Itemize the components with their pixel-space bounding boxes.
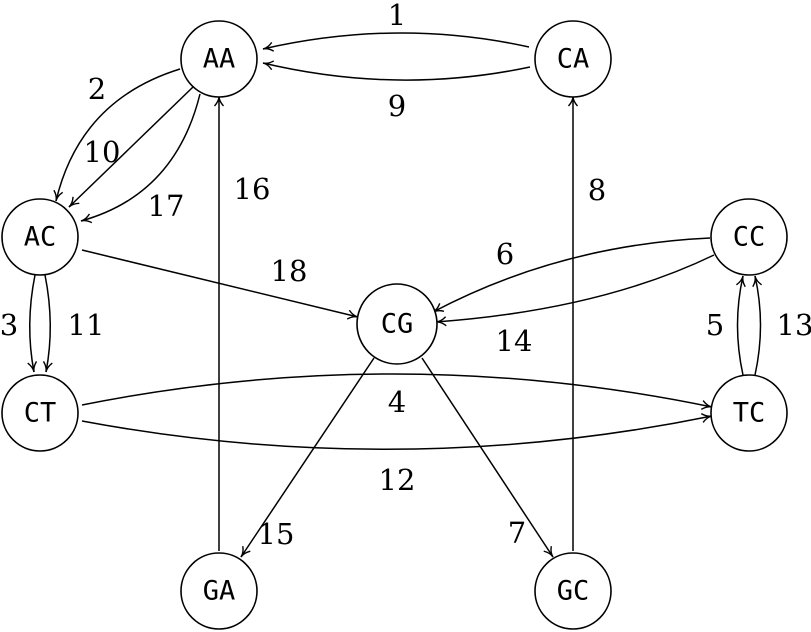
edge-label-11: 11: [68, 308, 105, 342]
edge-label-2: 2: [88, 72, 106, 106]
edge-18: [81, 249, 359, 320]
node-AC: AC: [1, 198, 79, 276]
edge-label-7: 7: [508, 516, 526, 550]
edge-label-18: 18: [271, 254, 308, 288]
edge-label-14: 14: [496, 324, 533, 358]
edge-label-17: 17: [148, 189, 185, 223]
edge-label-15: 15: [258, 517, 295, 551]
edge-5: [736, 275, 746, 376]
edge-labels: 1 9 2 10 17 16 8 3 11 18 6 14 5 13 4 12 …: [0, 0, 811, 551]
edge-label-12: 12: [379, 463, 416, 497]
edge-12: [81, 412, 713, 451]
edge-4: [81, 373, 713, 410]
edge-label-6: 6: [496, 237, 514, 271]
edge-15: [240, 357, 375, 558]
edge-3: [27, 274, 38, 373]
edge-9: [262, 60, 531, 81]
node-label-CG: CG: [381, 309, 414, 340]
node-CT: CT: [1, 374, 79, 452]
node-GC: GC: [534, 552, 612, 630]
node-label-AA: AA: [203, 44, 236, 75]
edge-1: [262, 32, 530, 52]
edge-label-9: 9: [388, 89, 406, 123]
edge-10: [68, 86, 194, 208]
node-label-CC: CC: [733, 222, 766, 253]
edge-label-3: 3: [0, 308, 18, 342]
edge-17: [80, 93, 201, 224]
node-label-GA: GA: [203, 576, 236, 607]
nodes: AA CA AC CC CG CT TC GA: [1, 20, 788, 630]
node-label-CA: CA: [557, 44, 590, 75]
edge-label-16: 16: [234, 172, 271, 206]
edge-label-13: 13: [777, 308, 811, 342]
edge-7: [421, 357, 554, 558]
node-label-GC: GC: [557, 576, 590, 607]
edge-2: [53, 68, 181, 202]
edge-13: [752, 275, 762, 376]
edge-label-10: 10: [84, 135, 121, 169]
node-CC: CC: [710, 198, 788, 276]
node-GA: GA: [180, 552, 258, 630]
node-TC: TC: [710, 374, 788, 452]
edge-14: [435, 254, 715, 327]
node-CG: CG: [356, 283, 438, 365]
node-label-AC: AC: [24, 222, 57, 253]
edge-label-4: 4: [388, 385, 406, 419]
edge-label-8: 8: [588, 173, 606, 207]
edge-11: [42, 274, 53, 373]
edge-label-1: 1: [388, 0, 406, 32]
edge-6: [432, 237, 711, 313]
node-label-TC: TC: [733, 398, 766, 429]
node-label-CT: CT: [24, 398, 57, 429]
node-AA: AA: [180, 20, 258, 98]
edges: [27, 32, 762, 558]
node-CA: CA: [534, 20, 612, 98]
edge-label-5: 5: [706, 308, 724, 342]
